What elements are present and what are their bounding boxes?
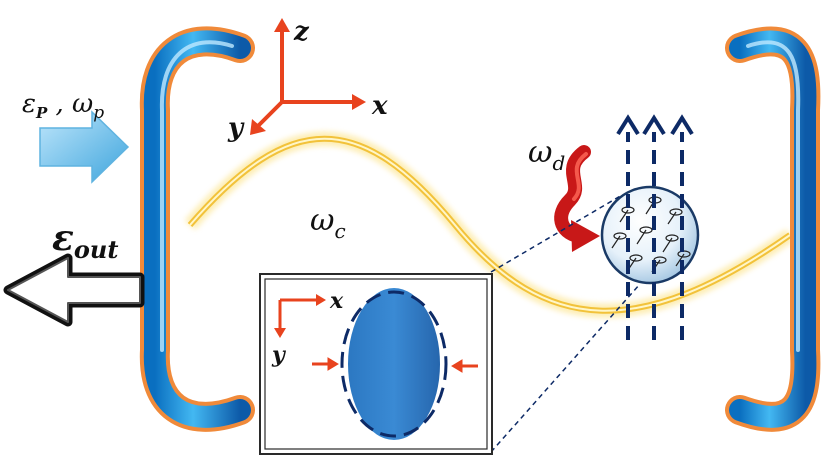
field-arrow-heads [616,114,694,136]
left-mirror-icon [139,26,255,432]
inset-axes: x y [271,288,344,368]
axis-x-label: x [371,91,388,121]
pump-label: εP , ωp [22,89,104,123]
inset-panel: x y [259,273,493,455]
right-mirror-icon [725,26,821,432]
deformed-sphere-ellipse [348,288,440,440]
axis-z-label: z [293,17,310,47]
drive-frequency-label: ωd [528,135,565,175]
original-sphere-outline [340,290,448,438]
magnetic-sphere-icon [600,185,700,285]
inset-axis-y-label: y [271,342,287,368]
output-arrow-icon [3,253,145,327]
compression-arrows [312,357,478,373]
cavity-mode-wave [184,131,795,318]
axis-y-label: y [227,113,245,143]
zoom-connector-lines [490,194,641,453]
drive-arrow-icon [554,145,600,252]
cavity-frequency-label: ωc [310,203,346,243]
field-arrows [626,132,684,340]
pump-arrow-icon [39,110,130,184]
coordinate-axes: z x y [227,17,388,143]
output-label: εout [52,217,118,264]
inset-axis-x-label: x [329,288,344,314]
